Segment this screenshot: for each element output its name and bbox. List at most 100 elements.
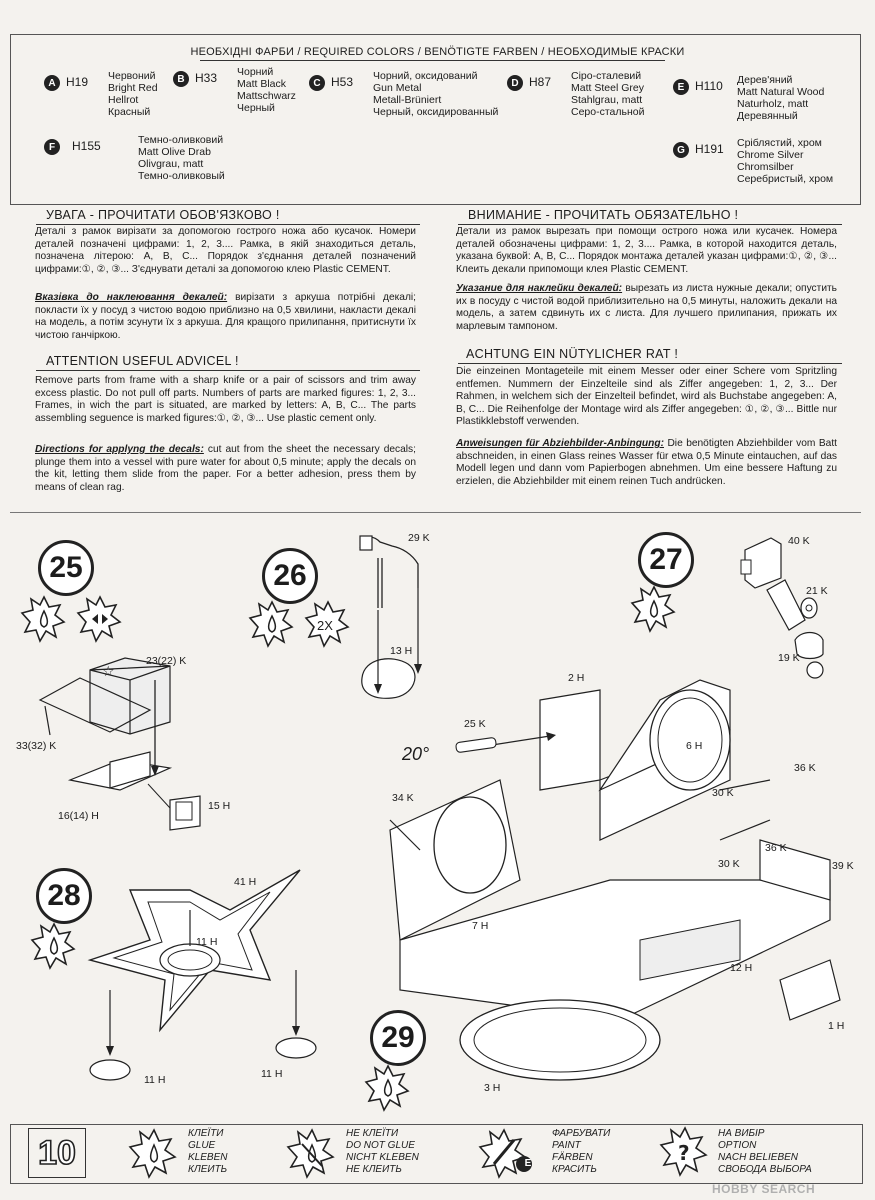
color-letter-badge: G bbox=[673, 142, 689, 158]
color-names: Сіро-сталевий Matt Steel Grey Stahlgrau,… bbox=[571, 70, 645, 118]
color-item-d: D H87 Сіро-сталевий Matt Steel Grey Stah… bbox=[507, 70, 644, 118]
legend-no-glue: НЕ КЛЕЇТИ DO NOT GLUE NICHT KLEBEN НЕ КЛ… bbox=[346, 1128, 419, 1175]
ru-heading: ВНИМАНИЕ - ПРОЧИТАТЬ ОБЯЗАТЕЛЬНО ! bbox=[468, 208, 739, 222]
svg-text:?: ? bbox=[678, 1141, 690, 1165]
color-names: Сріблястий, хром Chrome Silver Chromsilb… bbox=[737, 137, 834, 185]
part-label: 30 K bbox=[718, 858, 740, 870]
color-letter-badge: B bbox=[173, 71, 189, 87]
ua-instructions: Деталі з рамок вирізати за допомогою гос… bbox=[35, 226, 416, 275]
colors-frame-right bbox=[860, 34, 861, 204]
ua-heading-underline bbox=[36, 224, 420, 225]
color-letter-badge: F bbox=[44, 139, 60, 155]
part-label: 41 H bbox=[234, 876, 257, 888]
part-label: 36 K bbox=[765, 842, 787, 854]
color-names: Дерев'яний Matt Natural Wood Naturholz, … bbox=[737, 74, 825, 122]
color-code: H155 bbox=[72, 139, 101, 153]
step-27-number: 27 bbox=[638, 532, 694, 588]
part-label: 34 K bbox=[392, 792, 414, 804]
step-27-drawing bbox=[740, 537, 824, 679]
step-26-icons bbox=[248, 600, 350, 648]
svg-text:☆: ☆ bbox=[102, 664, 115, 680]
part-label: 36 K bbox=[794, 762, 816, 774]
step-26-drawing bbox=[359, 535, 422, 699]
assembly-separator bbox=[10, 512, 861, 513]
step-28-drawing bbox=[87, 869, 317, 1081]
color-names: Чорний Matt Black Mattschwarz Черный bbox=[237, 66, 296, 114]
legend-option: НА ВИБІР OPTION NACH BELIEBEN СВОБОДА ВЫ… bbox=[718, 1128, 812, 1175]
color-item-f: F H155 Темно-оливковий Matt Olive Drab O… bbox=[44, 134, 225, 182]
paint-letter: E bbox=[524, 1158, 532, 1169]
part-label: 1 H bbox=[828, 1020, 845, 1032]
part-label: 7 H bbox=[472, 920, 489, 932]
part-label: 33(32) K bbox=[16, 740, 57, 752]
en-heading-underline bbox=[36, 370, 420, 371]
part-label: 39 K bbox=[832, 860, 854, 872]
color-letter-badge: D bbox=[507, 75, 523, 91]
legend-glue: КЛЕЇТИ GLUE KLEBEN КЛЕИТЬ bbox=[188, 1128, 228, 1175]
page-number: 10 bbox=[28, 1128, 86, 1178]
part-label: 23(22) K bbox=[146, 655, 187, 667]
ru-decal-instructions: Указание для наклейки декалей: вырезать … bbox=[456, 283, 837, 332]
color-item-a: A H19 Червоний Bright Red Hellrot Красны… bbox=[44, 70, 158, 118]
step-28-number: 28 bbox=[36, 868, 92, 924]
part-label: 12 H bbox=[730, 962, 753, 974]
colors-frame-top bbox=[10, 34, 861, 35]
color-letter-badge: E bbox=[673, 79, 689, 95]
en-decal-instructions: Directions for applyng the decals: cut a… bbox=[35, 444, 416, 493]
part-label: 11 H bbox=[196, 936, 218, 948]
legend-bar bbox=[10, 1124, 863, 1184]
step-25-drawing: ☆ bbox=[38, 657, 201, 831]
glue-icon bbox=[128, 1128, 177, 1179]
glue-icon bbox=[248, 600, 294, 648]
color-item-b: B H33 Чорний Matt Black Mattschwarz Черн… bbox=[173, 66, 296, 114]
de-heading-underline bbox=[458, 363, 842, 364]
part-label: 6 H bbox=[686, 740, 703, 752]
step-25-icons bbox=[20, 595, 122, 643]
step-29-number: 29 bbox=[370, 1010, 426, 1066]
option-icon: ? bbox=[659, 1126, 708, 1177]
de-heading: ACHTUNG EIN NÜTYLICHER RAT ! bbox=[466, 347, 679, 361]
color-names: Червоний Bright Red Hellrot Красный bbox=[108, 70, 158, 118]
glue-icon bbox=[20, 595, 66, 643]
step-25-number: 25 bbox=[38, 540, 94, 596]
part-label: 29 K bbox=[408, 532, 430, 544]
color-names: Темно-оливковий Matt Olive Drab Olivgrau… bbox=[138, 134, 225, 182]
part-label: 21 K bbox=[806, 585, 828, 597]
color-item-g: G H191 Сріблястий, хром Chrome Silver Ch… bbox=[673, 137, 833, 185]
glue-icon bbox=[30, 922, 76, 970]
ru-heading-underline bbox=[458, 224, 842, 225]
part-label: 19 K bbox=[778, 652, 800, 664]
ua-decal-instructions: Вказівка до наклеювання декалей: вирізат… bbox=[35, 292, 416, 341]
color-code: H19 bbox=[66, 75, 89, 89]
color-code: H110 bbox=[695, 79, 723, 93]
part-label: 13 H bbox=[390, 645, 413, 657]
part-label: 2 H bbox=[568, 672, 585, 684]
glue-icon bbox=[364, 1064, 410, 1112]
en-instructions: Remove parts from frame with a sharp kni… bbox=[35, 375, 416, 424]
part-label: 30 K bbox=[712, 787, 734, 799]
part-label: 11 H bbox=[261, 1068, 283, 1080]
color-code: H191 bbox=[695, 142, 724, 156]
part-label: 40 K bbox=[788, 535, 810, 547]
de-decal-instructions: Anweisungen für Abziehbilder-Anbingung: … bbox=[456, 438, 837, 487]
de-instructions: Die einzeinen Montageteile mit einem Mes… bbox=[456, 366, 837, 428]
slide-icon bbox=[76, 595, 122, 643]
color-letter-badge: C bbox=[309, 75, 325, 91]
angle-label: 20° bbox=[402, 744, 430, 764]
watermark: HOBBY SEARCH bbox=[712, 1182, 816, 1196]
title-underline bbox=[200, 60, 665, 61]
part-label: 11 H bbox=[144, 1074, 166, 1086]
no-glue-icon bbox=[286, 1128, 335, 1179]
part-label: 16(14) H bbox=[58, 810, 99, 822]
quantity-badge-text: 2X bbox=[317, 618, 333, 633]
quantity-badge-icon bbox=[304, 600, 350, 648]
step-29-icons bbox=[364, 1064, 410, 1112]
en-heading: ATTENTION USEFUL ADVICEL ! bbox=[46, 354, 239, 368]
color-code: H53 bbox=[331, 75, 354, 89]
colors-frame-left bbox=[10, 34, 11, 204]
required-colors-title: НЕОБХІДНІ ФАРБИ / REQUIRED COLORS / BENÖ… bbox=[190, 46, 685, 58]
paint-icon bbox=[478, 1128, 532, 1179]
step-28-icons bbox=[30, 922, 76, 970]
part-label: 25 K bbox=[464, 718, 486, 730]
step-26-number: 26 bbox=[262, 548, 318, 604]
